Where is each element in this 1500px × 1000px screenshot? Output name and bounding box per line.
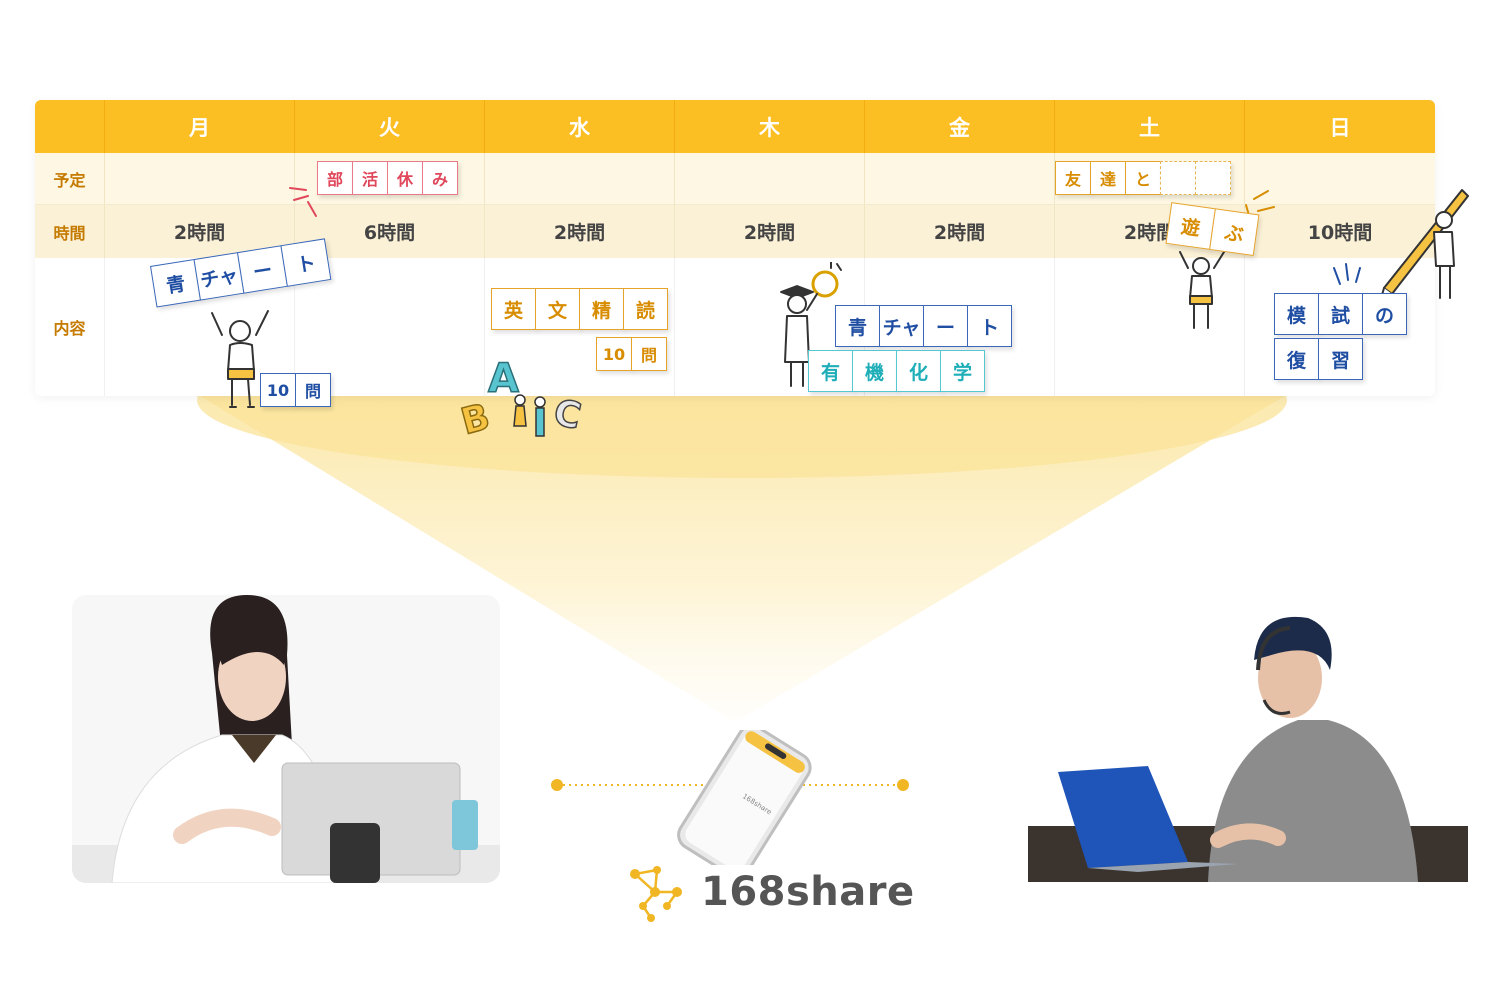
tile: 有 bbox=[808, 350, 853, 392]
tile: 友 bbox=[1055, 161, 1091, 195]
time-thu: 2時間 bbox=[743, 222, 796, 244]
tile: 問 bbox=[631, 337, 667, 371]
content-count-wednesday: 10 問 bbox=[596, 337, 667, 371]
day-header-thu: 木 bbox=[675, 100, 865, 153]
plan-cell bbox=[865, 153, 1055, 204]
student-illustration bbox=[72, 595, 500, 883]
tile: 達 bbox=[1090, 161, 1126, 195]
plan-tiles-saturday: 友 達 と bbox=[1055, 161, 1231, 195]
plan-cell bbox=[485, 153, 675, 204]
content-tiles-wednesday: 英 文 精 読 bbox=[491, 288, 668, 330]
svg-text:C: C bbox=[550, 392, 584, 438]
tile: 問 bbox=[295, 373, 331, 407]
burst-lines-icon bbox=[289, 187, 317, 217]
tile: 10 bbox=[596, 337, 632, 371]
tutor-illustration bbox=[1028, 600, 1468, 882]
content-cell bbox=[1055, 258, 1245, 396]
tile: 化 bbox=[896, 350, 941, 392]
header-corner bbox=[35, 100, 105, 153]
day-header-sun: 日 bbox=[1329, 115, 1351, 140]
svg-text:B: B bbox=[460, 396, 494, 443]
tile: ぶ bbox=[1209, 208, 1260, 257]
tile-empty bbox=[1160, 161, 1196, 195]
tile: 復 bbox=[1274, 338, 1319, 380]
tile-empty bbox=[1195, 161, 1231, 195]
tile: ー bbox=[923, 305, 968, 347]
plan-cell bbox=[295, 153, 485, 204]
day-header-sat: 土 bbox=[1055, 100, 1245, 153]
tutor-photo bbox=[1028, 600, 1468, 882]
tile: 習 bbox=[1318, 338, 1363, 380]
plan-cell bbox=[105, 153, 295, 204]
content-tiles-sunday-line1: 模 試 の bbox=[1274, 293, 1407, 335]
tile: 英 bbox=[491, 288, 536, 330]
brand-name: 168share bbox=[701, 869, 915, 915]
tile: と bbox=[1125, 161, 1161, 195]
brand-logo: 168share bbox=[625, 862, 915, 922]
time-mon: 2時間 bbox=[173, 222, 226, 244]
day-header-wed: 水 bbox=[485, 100, 675, 153]
tile: 精 bbox=[579, 288, 624, 330]
tile: チャ bbox=[879, 305, 924, 347]
tile: 部 bbox=[317, 161, 353, 195]
day-header-fri: 金 bbox=[865, 100, 1055, 153]
plan-cell bbox=[1055, 153, 1245, 204]
plan-cell bbox=[675, 153, 865, 204]
content-count-monday: 10 問 bbox=[260, 373, 331, 407]
content-tiles-sunday-line2: 復 習 bbox=[1274, 338, 1363, 380]
graduate-with-magnifier-icon bbox=[780, 262, 842, 387]
time-row-label: 時間 bbox=[35, 205, 105, 258]
tile: チャ bbox=[193, 252, 245, 301]
tile: ト bbox=[280, 238, 332, 287]
connection-line bbox=[551, 779, 909, 791]
time-sat: 2時間 bbox=[1123, 222, 1176, 244]
plan-tiles-tuesday: 部 活 休 み bbox=[317, 161, 458, 195]
tile: 試 bbox=[1318, 293, 1363, 335]
plan-row-label: 予定 bbox=[35, 153, 105, 204]
smartphone-icon: 168share bbox=[677, 730, 812, 865]
content-tiles-thursday: 青 チャ ー ト bbox=[835, 305, 1012, 347]
content-cell bbox=[105, 258, 295, 396]
student-photo bbox=[72, 595, 500, 883]
content-cell bbox=[295, 258, 485, 396]
tile: 青 bbox=[835, 305, 880, 347]
time-wed: 2時間 bbox=[553, 222, 606, 244]
tile: ー bbox=[236, 245, 288, 294]
day-header-row: 月 火 水 木 金 土 日 bbox=[35, 100, 1435, 153]
person-lifting-tiles-icon bbox=[211, 310, 269, 408]
time-tue: 6時間 bbox=[363, 222, 416, 244]
tile: み bbox=[422, 161, 458, 195]
tile: 青 bbox=[150, 258, 202, 308]
network-nodes-icon bbox=[630, 866, 682, 922]
time-fri: 2時間 bbox=[933, 222, 986, 244]
content-sub-thursday: 有 機 化 学 bbox=[808, 350, 985, 392]
tile: 10 bbox=[260, 373, 296, 407]
abc-letters-kids-icon: A B C bbox=[460, 355, 585, 444]
content-cell bbox=[485, 258, 675, 396]
svg-text:A: A bbox=[488, 356, 519, 402]
tile: 模 bbox=[1274, 293, 1319, 335]
tile: 機 bbox=[852, 350, 897, 392]
tile: 学 bbox=[940, 350, 985, 392]
person-lifting-tiles-icon bbox=[1179, 251, 1225, 329]
tile: 活 bbox=[352, 161, 388, 195]
time-sun: 10時間 bbox=[1307, 222, 1373, 244]
content-cell bbox=[865, 258, 1055, 396]
day-header-tue: 火 bbox=[295, 100, 485, 153]
content-row-label: 内容 bbox=[35, 258, 105, 396]
tile: 遊 bbox=[1165, 202, 1216, 250]
tile: 休 bbox=[387, 161, 423, 195]
person-with-pencil-icon bbox=[1333, 189, 1469, 303]
day-header-mon: 月 bbox=[105, 100, 295, 153]
tile: ト bbox=[967, 305, 1012, 347]
tile: 読 bbox=[623, 288, 668, 330]
tile: の bbox=[1362, 293, 1407, 335]
tile: 文 bbox=[535, 288, 580, 330]
